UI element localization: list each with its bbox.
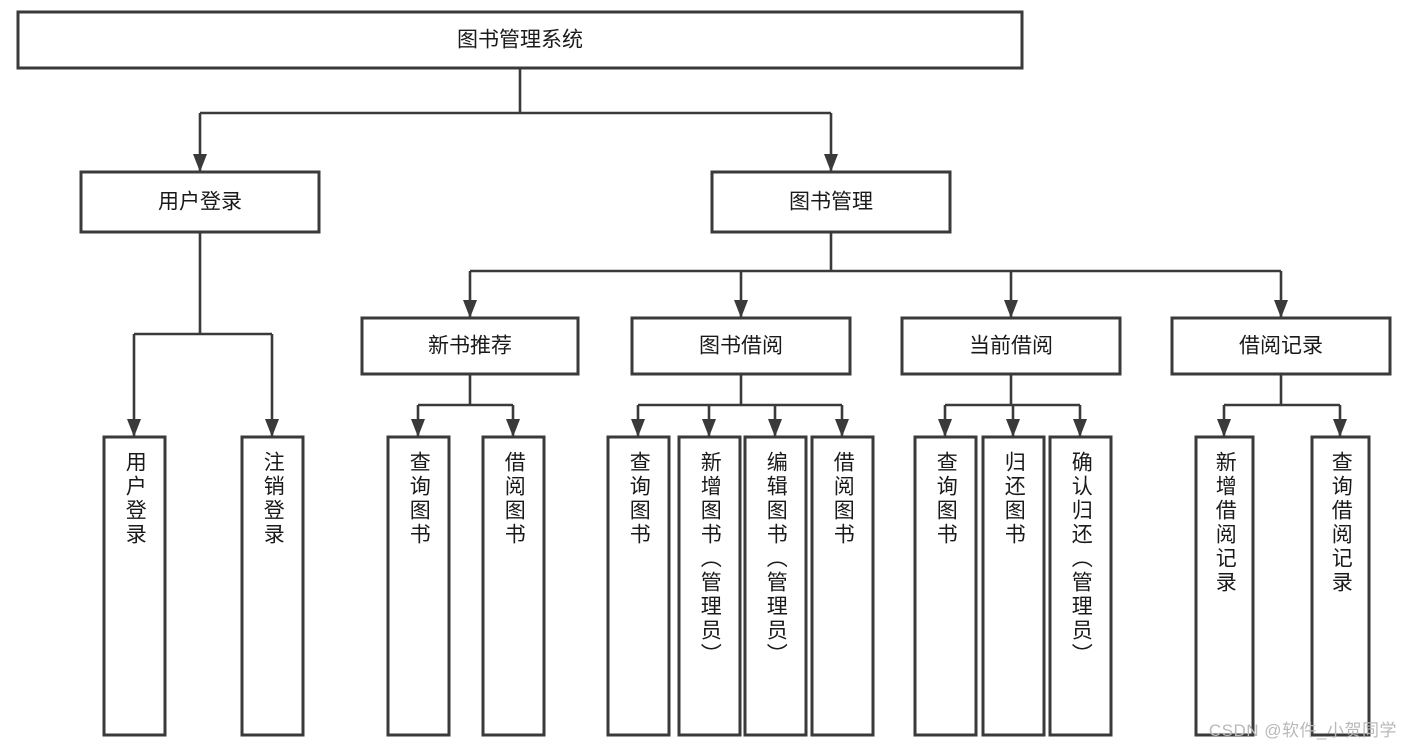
node-box-leaf-confirm-return[interactable] bbox=[1048, 435, 1113, 737]
node-box-leaf-add-record[interactable] bbox=[1194, 435, 1255, 737]
arrow-head-icon bbox=[824, 154, 838, 172]
node-box-leaf-return-book[interactable] bbox=[981, 435, 1046, 737]
node-box-leaf-borrow-book-1[interactable] bbox=[481, 435, 546, 737]
connectors-layer bbox=[127, 68, 1347, 437]
node-box-book-borrow[interactable] bbox=[630, 316, 852, 376]
arrow-head-icon bbox=[1274, 300, 1288, 318]
node-box-leaf-logout[interactable] bbox=[240, 435, 305, 737]
node-label-borrow-record: 借阅记录 bbox=[1239, 335, 1323, 358]
arrow-head-icon bbox=[768, 419, 782, 437]
node-box-book-manage[interactable] bbox=[710, 170, 952, 234]
node-box-leaf-query-book-3[interactable] bbox=[913, 435, 978, 737]
node-box-leaf-query-book-1[interactable] bbox=[386, 435, 451, 737]
arrow-head-icon bbox=[938, 419, 952, 437]
boxes-layer bbox=[16, 10, 1392, 737]
arrow-head-icon bbox=[411, 419, 425, 437]
node-box-leaf-borrow-book-2[interactable] bbox=[810, 435, 875, 737]
node-box-borrow-record[interactable] bbox=[1170, 316, 1392, 376]
arrow-head-icon bbox=[631, 419, 645, 437]
arrow-head-icon bbox=[463, 300, 477, 318]
arrow-head-icon bbox=[1006, 419, 1020, 437]
arrow-head-icon bbox=[702, 419, 716, 437]
arrow-head-icon bbox=[265, 419, 279, 437]
arrow-head-icon bbox=[127, 419, 141, 437]
arrow-head-icon bbox=[1217, 419, 1231, 437]
node-box-leaf-add-book[interactable] bbox=[677, 435, 742, 737]
node-box-current-borrow[interactable] bbox=[900, 316, 1122, 376]
node-box-root[interactable] bbox=[16, 10, 1024, 70]
node-box-leaf-user-login[interactable] bbox=[102, 435, 167, 737]
arrow-head-icon bbox=[835, 419, 849, 437]
node-box-new-book-recommend[interactable] bbox=[360, 316, 580, 376]
arrow-head-icon bbox=[1004, 300, 1018, 318]
node-label-book-manage: 图书管理 bbox=[789, 191, 873, 214]
watermark-text: CSDN @软件_小贺同学 bbox=[1208, 721, 1397, 740]
node-box-leaf-query-record[interactable] bbox=[1310, 435, 1371, 737]
node-label-new-book-recommend: 新书推荐 bbox=[428, 335, 512, 358]
arrow-head-icon bbox=[1073, 419, 1087, 437]
arrow-head-icon bbox=[1333, 419, 1347, 437]
node-label-user-login: 用户登录 bbox=[158, 191, 242, 214]
arrow-head-icon bbox=[734, 300, 748, 318]
arrow-head-icon bbox=[193, 154, 207, 172]
node-box-leaf-edit-book[interactable] bbox=[743, 435, 808, 737]
node-box-leaf-query-book-2[interactable] bbox=[606, 435, 671, 737]
node-label-book-borrow: 图书借阅 bbox=[699, 335, 783, 358]
node-label-root: 图书管理系统 bbox=[457, 29, 583, 52]
arrow-head-icon bbox=[506, 419, 520, 437]
node-box-user-login[interactable] bbox=[79, 170, 321, 234]
node-label-current-borrow: 当前借阅 bbox=[969, 335, 1053, 358]
